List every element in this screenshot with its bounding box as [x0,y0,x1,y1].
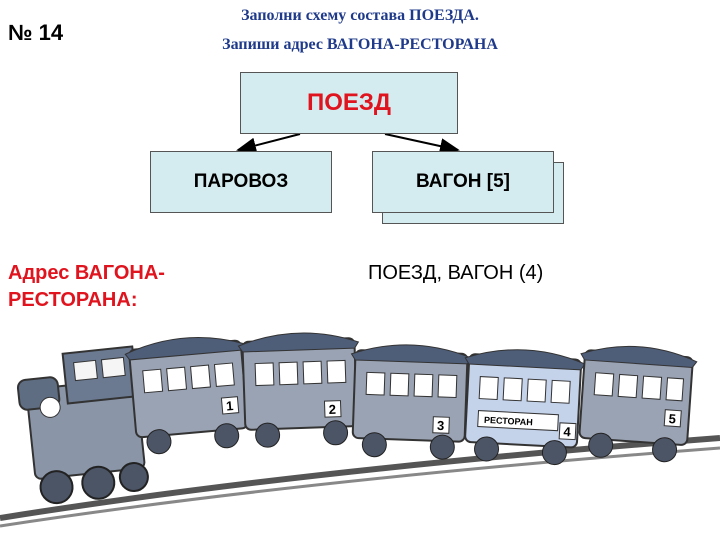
train-node: ПОЕЗД [240,72,458,134]
wagon-number-4: 4 [563,424,572,439]
wagon-number-2: 2 [328,402,336,417]
wagon-1: 1 [124,337,249,455]
answer-value: ПОЕЗД, ВАГОН (4) [368,262,544,284]
diagram-arrows [236,133,460,154]
answer-label-line-2: РЕСТОРАНА: [8,289,138,311]
answer-label: Адрес ВАГОНА- РЕСТОРАНА: [8,260,248,314]
train-node-label: ПОЕЗД [306,89,392,116]
train-illustration: 1 2 3 РЕСТОРАН 4 [0,332,720,528]
arrow-to-wagon [384,133,460,154]
locomotive-node-label: ПАРОВОЗ [193,171,289,192]
locomotive [16,345,149,505]
wagon-number-5: 5 [668,411,676,426]
instruction-line-1: Заполни схему состава ПОЕЗДА. [241,7,479,24]
wagon-3: 3 [350,344,473,460]
restaurant-sign: РЕСТОРАН [484,415,533,428]
wagon-4-restaurant: РЕСТОРАН 4 [464,349,586,466]
locomotive-node: ПАРОВОЗ [150,151,332,213]
instruction-line-2: Запиши адрес ВАГОНА-РЕСТОРАНА [222,36,498,53]
wagon-5: 5 [578,345,698,463]
task-number: № 14 [8,20,64,45]
wagon-number-1: 1 [225,398,234,414]
wagon-node-label: ВАГОН [5] [415,171,511,192]
wagon-2: 2 [237,332,360,448]
wagon-number-3: 3 [437,418,445,433]
answer-label-line-1: Адрес ВАГОНА- [8,262,165,284]
arrow-to-loco [236,133,301,154]
wagon-node: ВАГОН [5] [372,151,554,213]
